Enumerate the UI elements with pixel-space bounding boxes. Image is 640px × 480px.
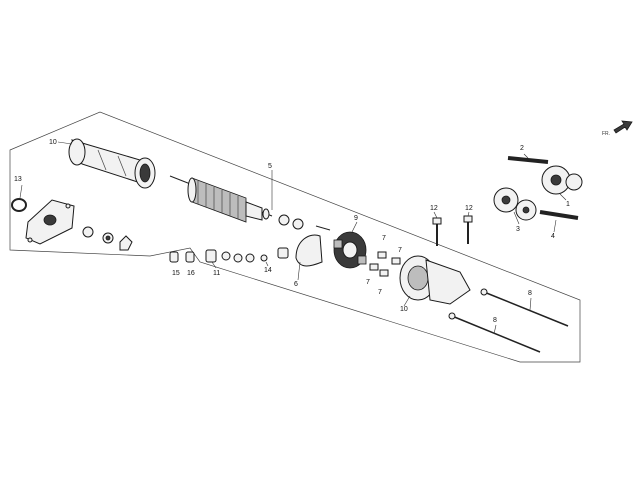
callout-6: 6 <box>294 281 298 288</box>
armature <box>169 175 273 223</box>
callout-7b: 7 <box>398 247 402 254</box>
callout-8a: 8 <box>528 290 532 297</box>
callout-12b: 12 <box>465 205 473 212</box>
front-cover <box>399 255 471 305</box>
callout-10a: 10 <box>49 139 57 146</box>
o-ring <box>11 198 27 212</box>
callout-16: 16 <box>187 270 195 277</box>
callout-12a: 12 <box>430 205 438 212</box>
callout-2: 2 <box>520 145 524 152</box>
callout-9: 9 <box>354 215 358 222</box>
brush-holder <box>333 231 367 269</box>
brushes <box>369 251 401 277</box>
callout-5: 5 <box>268 163 272 170</box>
callout-7d: 7 <box>378 289 382 296</box>
mounting-bolts <box>432 215 473 246</box>
callout-7c: 7 <box>366 279 370 286</box>
callout-11: 11 <box>213 270 220 277</box>
assembly-boundary <box>9 111 581 363</box>
terminal-hardware <box>169 247 289 263</box>
front-arrow-icon: FR. <box>602 120 633 137</box>
callout-15: 15 <box>172 270 180 277</box>
direction-label: FR. <box>602 131 610 137</box>
motor-case <box>68 138 156 189</box>
reduction-gears <box>493 156 583 221</box>
callout-1: 1 <box>566 201 570 208</box>
washer-set-left <box>82 226 133 251</box>
brush-bracket <box>295 225 331 267</box>
callout-14: 14 <box>264 267 272 274</box>
callout-7a: 7 <box>382 235 386 242</box>
callout-13: 13 <box>14 176 22 183</box>
callout-10b: 10 <box>400 306 408 313</box>
callout-4: 4 <box>551 233 555 240</box>
callout-3: 3 <box>516 226 520 233</box>
callout-labels: 1 2 3 4 5 6 7 7 7 7 8 8 9 10 10 11 12 12… <box>14 139 570 324</box>
leader-lines <box>19 141 567 335</box>
rear-cover <box>25 199 75 245</box>
callout-8b: 8 <box>493 317 497 324</box>
washer-set-right <box>278 214 304 230</box>
through-bolts <box>448 288 569 353</box>
